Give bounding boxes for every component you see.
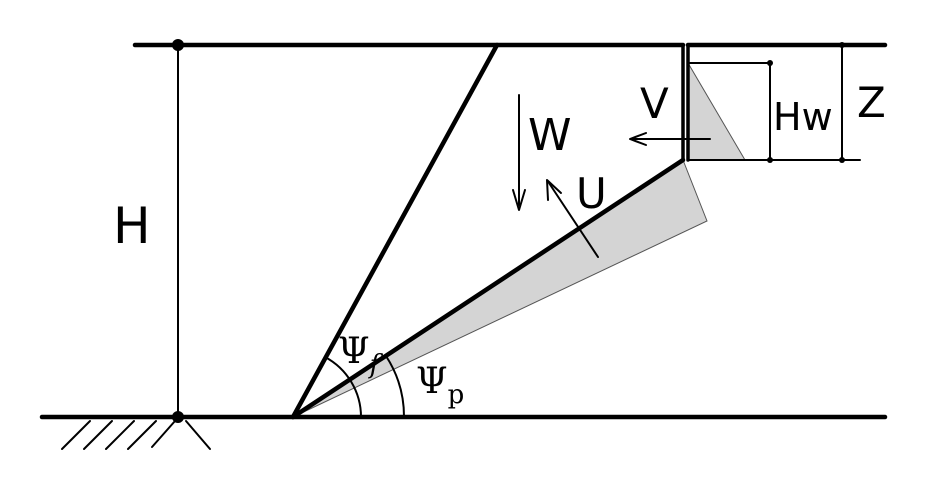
crack-water-pressure-distribution xyxy=(687,61,746,161)
label-height: H xyxy=(113,197,151,255)
height-dimension-bottom-dot xyxy=(172,411,184,423)
label-psi-f-symbol: Ψ xyxy=(338,331,370,372)
water-force-arrow-head xyxy=(629,132,647,146)
weight-arrow-head xyxy=(512,189,526,211)
label-psi-p: Ψp xyxy=(416,361,464,410)
psi-p-angle-arc xyxy=(385,355,406,418)
z-top-dot xyxy=(839,42,845,48)
label-psi-p-symbol: Ψ xyxy=(416,361,448,402)
uplift-arrow-shaft xyxy=(548,182,599,258)
hw-top-dot xyxy=(767,60,773,66)
label-crack-depth-z: Z xyxy=(857,78,886,127)
label-water-force-v: V xyxy=(640,79,669,128)
height-dimension-top-dot xyxy=(172,39,184,51)
slope-face xyxy=(290,42,500,420)
label-psi-p-subscript: p xyxy=(448,380,465,410)
psi-f-angle-arc xyxy=(324,356,362,418)
label-weight: W xyxy=(528,110,572,161)
label-water-depth-hw: Hw xyxy=(773,95,833,139)
ground-hatching xyxy=(61,420,211,450)
label-uplift-u: U xyxy=(576,169,607,218)
z-bottom-dot xyxy=(839,157,845,163)
uplift-arrow-head xyxy=(546,179,562,201)
hw-bottom-dot xyxy=(767,157,773,163)
failure-plane xyxy=(290,157,686,420)
